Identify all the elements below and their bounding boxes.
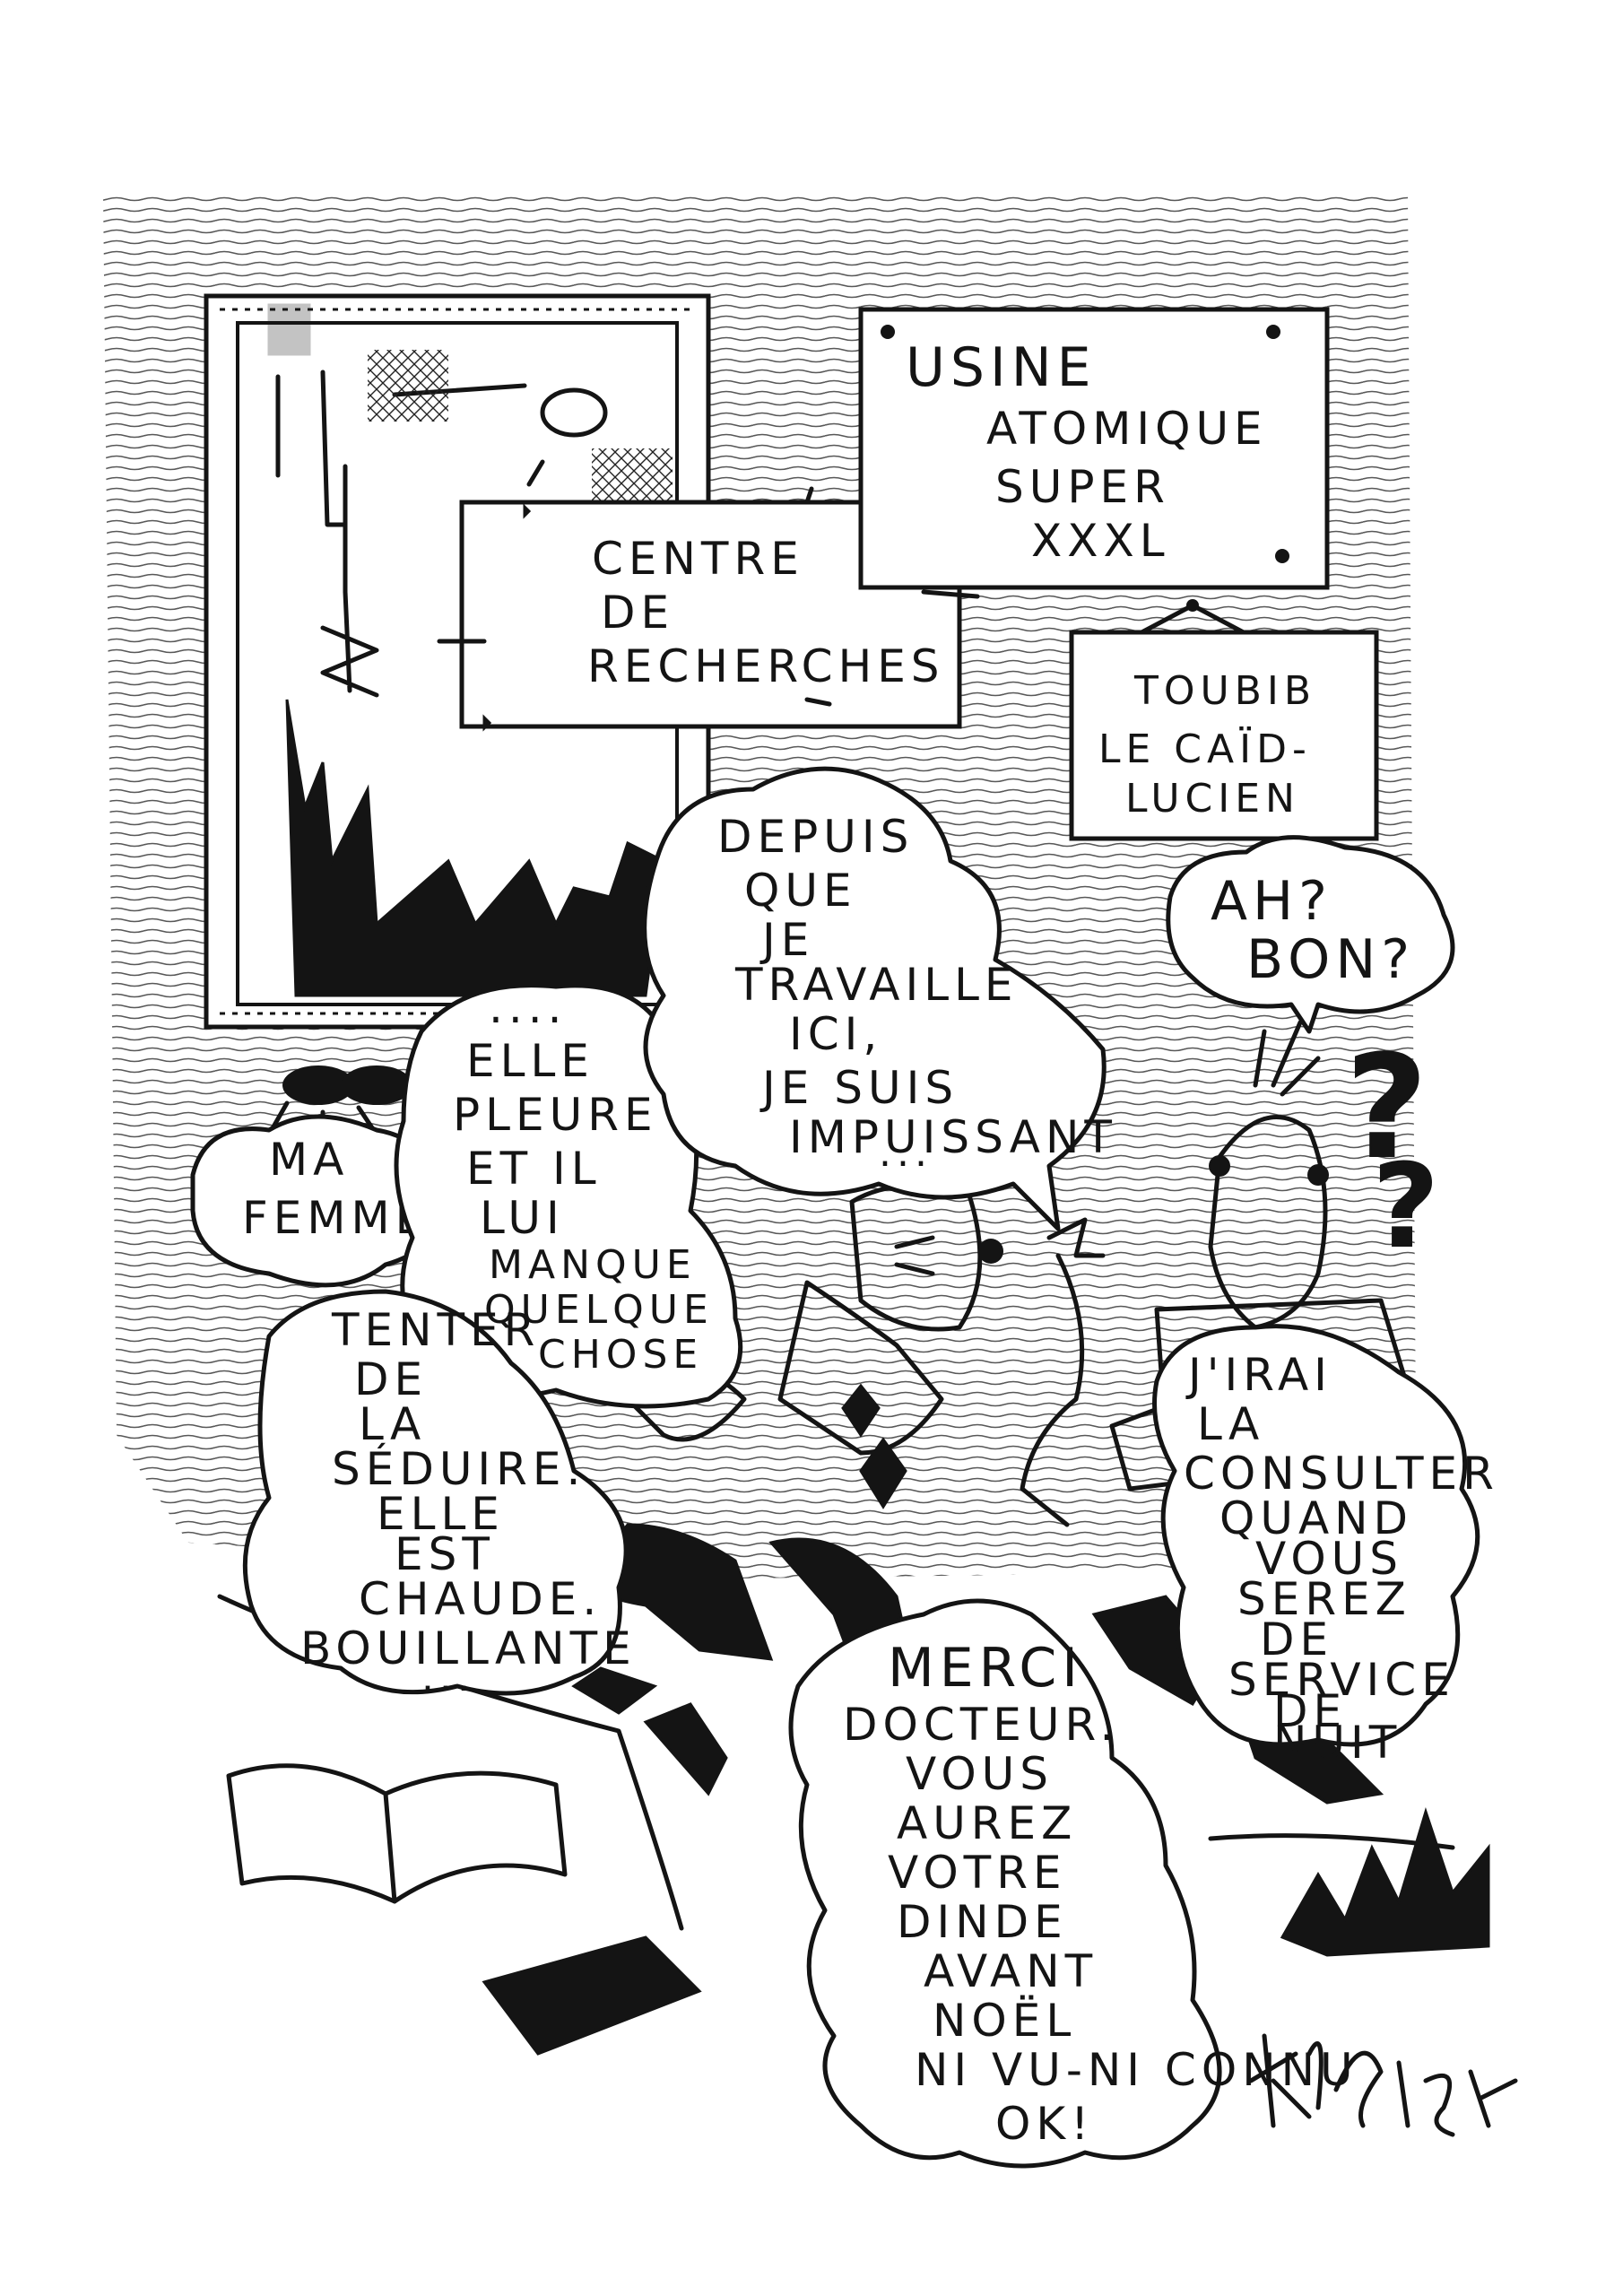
bubble-tenter-line-2: DE bbox=[354, 1353, 428, 1405]
bubble-elle-line-8: CHOSE bbox=[538, 1332, 703, 1378]
sign-toubib-line-2: LE CAÏD- bbox=[1098, 726, 1312, 772]
bubble-elle-line-7: QUELQUE bbox=[484, 1287, 714, 1333]
bubble-tenter-line-9: ... bbox=[421, 1655, 475, 1700]
bubble-elle-line-5: LUI bbox=[480, 1192, 565, 1244]
bubble-depuis-line-7: IMPUISSANT bbox=[789, 1111, 1117, 1163]
sign-usine-line-1: USINE bbox=[906, 336, 1097, 399]
bubble-depuis-line-4: TRAVAILLE bbox=[734, 959, 1019, 1011]
bubble-tenter-line-7: CHAUDE. bbox=[359, 1573, 602, 1625]
fly-icon bbox=[266, 1065, 412, 1142]
bubble-depuis-line-1: DEPUIS bbox=[717, 811, 914, 863]
sign-toubib: TOUBIB LE CAÏD- LUCIEN bbox=[1069, 599, 1379, 841]
bubble-jirai-line-6: SEREZ bbox=[1237, 1573, 1411, 1625]
bubble-ma-femme: MA FEMME- bbox=[190, 1114, 445, 1288]
sign-centre-line-3: RECHERCHES bbox=[587, 640, 945, 692]
bubble-elle-line-6: MANQUE bbox=[489, 1242, 697, 1288]
bubble-tenter-line-5: ELLE bbox=[377, 1488, 505, 1540]
bubble-elle-line-3: PLEURE bbox=[453, 1089, 658, 1141]
shrub-shadow bbox=[1280, 1807, 1490, 1957]
bubble-depuis-line-2: QUE bbox=[744, 865, 857, 917]
bubble-depuis-line-5: ICI, bbox=[789, 1008, 882, 1060]
sign-toubib-line-3: LUCIEN bbox=[1125, 776, 1300, 822]
bubble-jirai-line-1: J'IRAI bbox=[1185, 1349, 1332, 1401]
bubble-merci-line-10: OK! bbox=[995, 2098, 1094, 2150]
bubble-tenter-line-6: EST bbox=[395, 1528, 495, 1580]
bubble-merci-line-4: AUREZ bbox=[897, 1797, 1077, 1849]
bubble-ah-bon: AH? BON? bbox=[1166, 835, 1455, 1034]
signature bbox=[1248, 2033, 1518, 2137]
bubble-merci-line-6: DINDE bbox=[897, 1896, 1068, 1948]
sign-centre-line-1: CENTRE bbox=[592, 533, 804, 585]
bubble-jirai-line-4: QUAND bbox=[1219, 1492, 1413, 1544]
bubble-merci-line-5: VOTRE bbox=[888, 1847, 1067, 1899]
bubble-elle-pleure: .... ELLE PLEURE ET IL LUI MANQUE QUELQU… bbox=[394, 981, 743, 1409]
bubble-jirai-line-7: DE bbox=[1260, 1613, 1333, 1665]
bubble-merci-line-3: VOUS bbox=[906, 1748, 1054, 1800]
bubble-ah-line-1: AH? bbox=[1211, 870, 1332, 933]
bubble-tenter-line-3: LA bbox=[359, 1398, 426, 1450]
bubble-tenter-line-8: BOUILLANTE bbox=[300, 1622, 637, 1674]
bubble-tenter: TENTER DE LA SÉDUIRE. ELLE EST CHAUDE. B… bbox=[242, 1289, 637, 1700]
bubble-jirai-line-9: DE bbox=[1273, 1685, 1347, 1737]
bubble-ah-line-2: BON? bbox=[1246, 928, 1415, 991]
question-mark-2-icon: ? bbox=[1372, 1138, 1445, 1274]
bubble-elle-line-2: ELLE bbox=[466, 1035, 595, 1087]
bubble-tenter-line-4: SÉDUIRE. bbox=[332, 1442, 586, 1495]
sign-usine-line-2: ATOMIQUE bbox=[986, 403, 1268, 455]
open-book bbox=[226, 1763, 702, 2056]
bubble-tenter-line-1: TENTER bbox=[331, 1304, 540, 1356]
bubble-elle-line-4: ET IL bbox=[466, 1143, 602, 1195]
bubble-depuis-line-8: ... bbox=[879, 1130, 933, 1176]
bubble-jirai-line-10: NUIT bbox=[1273, 1717, 1402, 1769]
bubble-merci-line-8: NOËL bbox=[933, 1995, 1076, 2047]
sign-toubib-line-1: TOUBIB bbox=[1133, 668, 1316, 714]
sign-usine-atomique: USINE ATOMIQUE SUPER XXXL bbox=[858, 307, 1330, 590]
bubble-jirai-line-8: SERVICE bbox=[1228, 1654, 1455, 1706]
bubble-jirai-line-3: CONSULTER bbox=[1184, 1448, 1499, 1500]
bubble-merci-line-1: MERCI bbox=[888, 1637, 1083, 1700]
bubble-elle-line-1: .... bbox=[489, 981, 568, 1033]
sign-centre-line-2: DE bbox=[601, 587, 674, 639]
sign-usine-line-3: SUPER bbox=[995, 461, 1170, 513]
bubble-depuis-line-3: JE bbox=[759, 914, 814, 966]
bubble-depuis-que: DEPUIS QUE JE TRAVAILLE ICI, JE SUIS IMP… bbox=[642, 766, 1117, 1231]
bubble-depuis-line-6: JE SUIS bbox=[759, 1062, 959, 1114]
question-mark-1-icon: ? bbox=[1345, 1023, 1434, 1191]
bubble-ma-femme-line-1: MA bbox=[269, 1134, 349, 1186]
sign-usine-line-4: XXXL bbox=[1031, 515, 1170, 567]
bubble-jirai-line-2: LA bbox=[1197, 1398, 1264, 1450]
bubble-jirai-line-5: VOUS bbox=[1255, 1533, 1403, 1585]
bubble-merci-line-2: DOCTEUR. bbox=[843, 1699, 1119, 1751]
bubble-merci-line-9: NI VU-NI CONNU bbox=[915, 2044, 1358, 2096]
bubble-jirai: J'IRAI LA CONSULTER QUAND VOUS SEREZ DE … bbox=[1152, 1324, 1499, 1769]
bubble-merci-line-7: AVANT bbox=[924, 1945, 1098, 1997]
